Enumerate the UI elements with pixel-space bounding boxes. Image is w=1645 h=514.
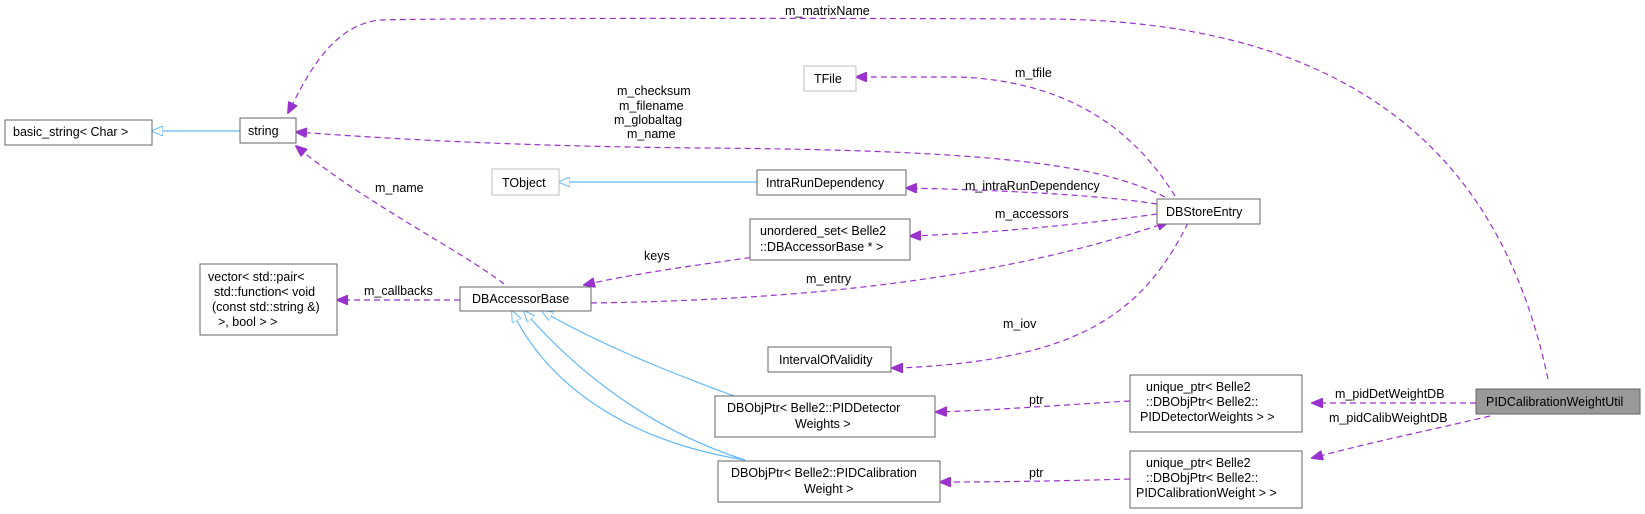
label-m-piddetweightdb: m_pidDetWeightDB [1335,387,1445,401]
node-dbobjptr-calibration[interactable]: DBObjPtr< Belle2::PIDCalibration Weight … [717,460,941,503]
node-unique-ptr-detector-line2: ::DBObjPtr< Belle2:: [1146,395,1258,409]
node-vector-pair-line1: vector< std::pair< [208,270,305,284]
label-ptr-calib: ptr [1029,466,1044,480]
node-unordered-set[interactable]: unordered_set< Belle2 ::DBAccessorBase *… [749,218,911,261]
node-basic-string[interactable]: basic_string< Char > [4,119,153,146]
node-vector-pair[interactable]: vector< std::pair< std::function< void (… [199,263,338,336]
node-vector-pair-line4: >, bool > > [218,315,277,329]
node-unique-ptr-detector[interactable]: unique_ptr< Belle2 ::DBObjPtr< Belle2:: … [1129,374,1303,433]
node-unique-ptr-calibration-line2: ::DBObjPtr< Belle2:: [1146,471,1258,485]
label-m-entry: m_entry [806,272,852,286]
label-ptr-det: ptr [1029,393,1044,407]
node-dbobjptr-calibration-line2: Weight > [804,482,853,496]
node-unique-ptr-calibration-line3: PIDCalibrationWeight > > [1136,486,1277,500]
label-m-globaltag: m_globaltag [614,113,682,127]
edge-dbstoreentry-to-intrarun [906,188,1158,205]
label-m-matrixname: m_matrixName [785,4,870,18]
edge-dbobjptr-calib-to-dbaccessorbase [524,311,746,461]
node-basic-string-label: basic_string< Char > [13,125,128,139]
node-tfile[interactable]: TFile [803,65,857,92]
usage-edges [288,17,1549,482]
node-dbobjptr-calibration-line1: DBObjPtr< Belle2::PIDCalibration [731,466,917,480]
edge-unique-calib-to-dbobjptr-calib [940,479,1131,482]
node-unique-ptr-calibration-line1: unique_ptr< Belle2 [1146,456,1251,470]
node-string-label: string [248,124,279,138]
label-m-tfile: m_tfile [1015,66,1052,80]
node-string[interactable]: string [239,117,297,144]
node-tfile-label: TFile [814,72,842,86]
node-dbaccessorbase[interactable]: DBAccessorBase [459,286,592,312]
node-dbstoreentry-label: DBStoreEntry [1166,205,1243,219]
edge-dbstoreentry-to-iov [892,222,1189,368]
node-dbaccessorbase-label: DBAccessorBase [472,292,569,306]
edge-dbaccessorbase-to-string [296,146,505,285]
edge-dbobjptr-calib-to-dbaccessorbase-2 [512,311,746,461]
node-intervalofvalidity-label: IntervalOfValidity [779,353,873,367]
label-m-name-string: m_name [627,127,676,141]
label-m-accessors: m_accessors [995,207,1069,221]
edge-dbstoreentry-to-unordered-set [910,213,1158,236]
node-intrarundependency-label: IntraRunDependency [766,176,885,190]
node-unordered-set-line1: unordered_set< Belle2 [760,224,886,238]
node-dbobjptr-detector-line2: Weights > [795,417,851,431]
node-dbobjptr-detector-line1: DBObjPtr< Belle2::PIDDetector [727,401,900,415]
node-unordered-set-line2: ::DBAccessorBase * > [760,240,883,254]
node-pidcalibrationweightutil-label: PIDCalibrationWeightUtil [1486,395,1623,409]
node-vector-pair-line2: std::function< void [214,285,315,299]
label-m-iov: m_iov [1003,317,1037,331]
edge-unique-det-to-dbobjptr-det [936,400,1131,412]
edge-dbstoreentry-to-string [296,132,1166,198]
edge-util-to-string-matrixname [288,17,1549,380]
node-dbobjptr-detector[interactable]: DBObjPtr< Belle2::PIDDetector Weights > [714,395,936,438]
node-tobject-label: TObject [502,176,546,190]
edge-util-to-unique-calib [1312,415,1491,458]
label-keys: keys [644,249,670,263]
edge-labels: m_matrixName m_checksum m_filename m_glo… [364,4,1448,480]
node-unique-ptr-detector-line3: PIDDetectorWeights > > [1140,410,1275,424]
node-unique-ptr-calibration[interactable]: unique_ptr< Belle2 ::DBObjPtr< Belle2:: … [1129,450,1303,509]
node-intervalofvalidity[interactable]: IntervalOfValidity [767,346,892,373]
label-m-callbacks: m_callbacks [364,284,433,298]
label-m-intrarundependency: m_intraRunDependency [965,179,1101,193]
node-pidcalibrationweightutil[interactable]: PIDCalibrationWeightUtil [1475,388,1641,415]
node-unique-ptr-detector-line1: unique_ptr< Belle2 [1146,380,1251,394]
label-m-pidcalibweightdb: m_pidCalibWeightDB [1329,411,1448,425]
edge-dbobjptr-det-to-dbaccessorbase [542,311,746,401]
label-m-name-accessor: m_name [375,181,424,195]
node-vector-pair-line3: (const std::string &) [212,300,320,314]
node-tobject[interactable]: TObject [491,168,560,196]
inheritance-edges [152,131,757,461]
label-m-filename: m_filename [619,99,684,113]
node-intrarundependency[interactable]: IntraRunDependency [756,169,907,196]
edge-dbaccessorbase-to-dbstoreentry [590,222,1168,304]
label-m-checksum: m_checksum [617,84,691,98]
node-dbstoreentry[interactable]: DBStoreEntry [1156,198,1261,225]
